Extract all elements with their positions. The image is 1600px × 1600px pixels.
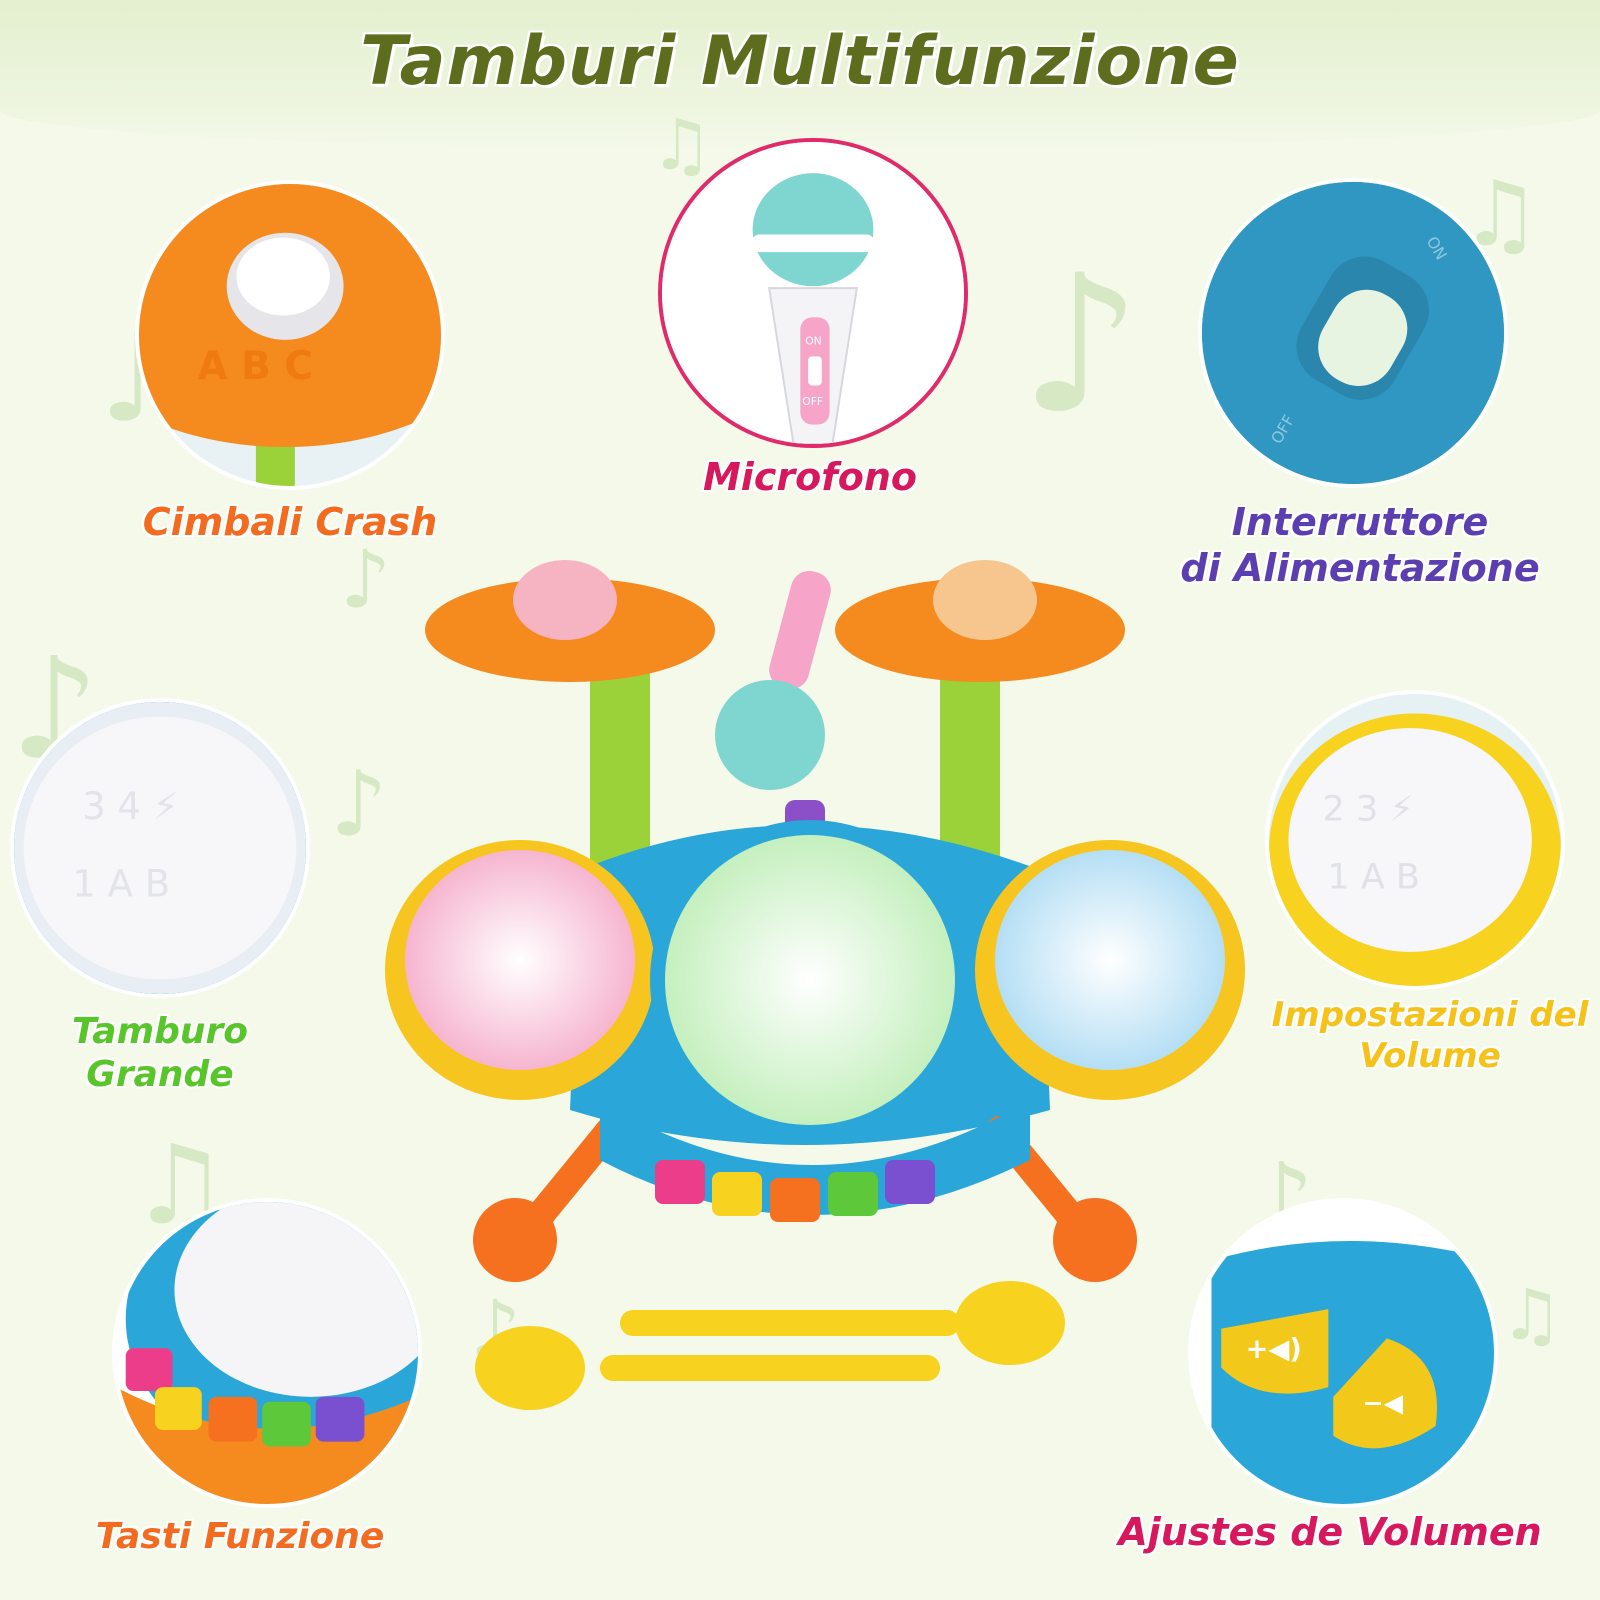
side-drum-closeup-image: 2 3 ⚡ 1 A B [1265, 690, 1565, 990]
big-drum-closeup-image: 3 4 ⚡ 1 A B [10, 698, 310, 998]
cymbals-label: Cimbali Crash [142, 500, 438, 544]
music-note-icon: ♫ [1500, 1274, 1563, 1356]
big-drum-label-line2: Grande [86, 1054, 234, 1096]
volume-settings-label: Impostazioni del Volume [1270, 995, 1590, 1077]
power-switch-label: Interruttore di Alimentazione [1160, 500, 1560, 591]
volume-settings-label-line2: Volume [1359, 1035, 1501, 1076]
power-switch-label-line1: Interruttore [1231, 500, 1489, 544]
function-keys-closeup-image [112, 1198, 422, 1508]
big-drum-label: Tamburo Grande [40, 1010, 280, 1096]
mic-switch-on-text: ON [805, 335, 821, 348]
volume-settings-label-line1: Impostazioni del [1271, 995, 1589, 1035]
svg-text:1 A B: 1 A B [72, 863, 170, 906]
cymbal-closeup-image: A B C [135, 180, 445, 490]
music-note-icon: ♪ [1020, 234, 1142, 455]
music-note-icon: ♪ [330, 752, 388, 857]
title-band [0, 0, 1600, 150]
mic-switch-off-text: OFF [802, 395, 823, 408]
svg-text:1 A B: 1 A B [1327, 857, 1420, 898]
drum-set-image [350, 540, 1280, 1410]
svg-text:+◀): +◀) [1246, 1334, 1302, 1365]
music-note-icon: ♪ [340, 533, 392, 626]
svg-text:2 3 ⚡: 2 3 ⚡ [1323, 789, 1414, 830]
function-keys-label: Tasti Funzione [95, 1516, 385, 1557]
microphone-closeup-image: ON OFF [658, 138, 968, 448]
power-switch-label-line2: di Alimentazione [1180, 545, 1540, 590]
svg-text:−◀: −◀ [1362, 1387, 1403, 1417]
volume-adjust-label: Ajustes de Volumen [1118, 1510, 1542, 1554]
svg-text:A B C: A B C [197, 344, 313, 389]
microphone-label: Microfono [702, 455, 917, 499]
page-title: Tamburi Multifunzione [360, 22, 1240, 101]
volume-buttons-closeup-image: +◀) −◀ [1188, 1198, 1498, 1508]
big-drum-label-line1: Tamburo [72, 1011, 248, 1052]
svg-text:3 4 ⚡: 3 4 ⚡ [82, 785, 179, 828]
power-switch-closeup-image: ON OFF [1198, 178, 1508, 488]
